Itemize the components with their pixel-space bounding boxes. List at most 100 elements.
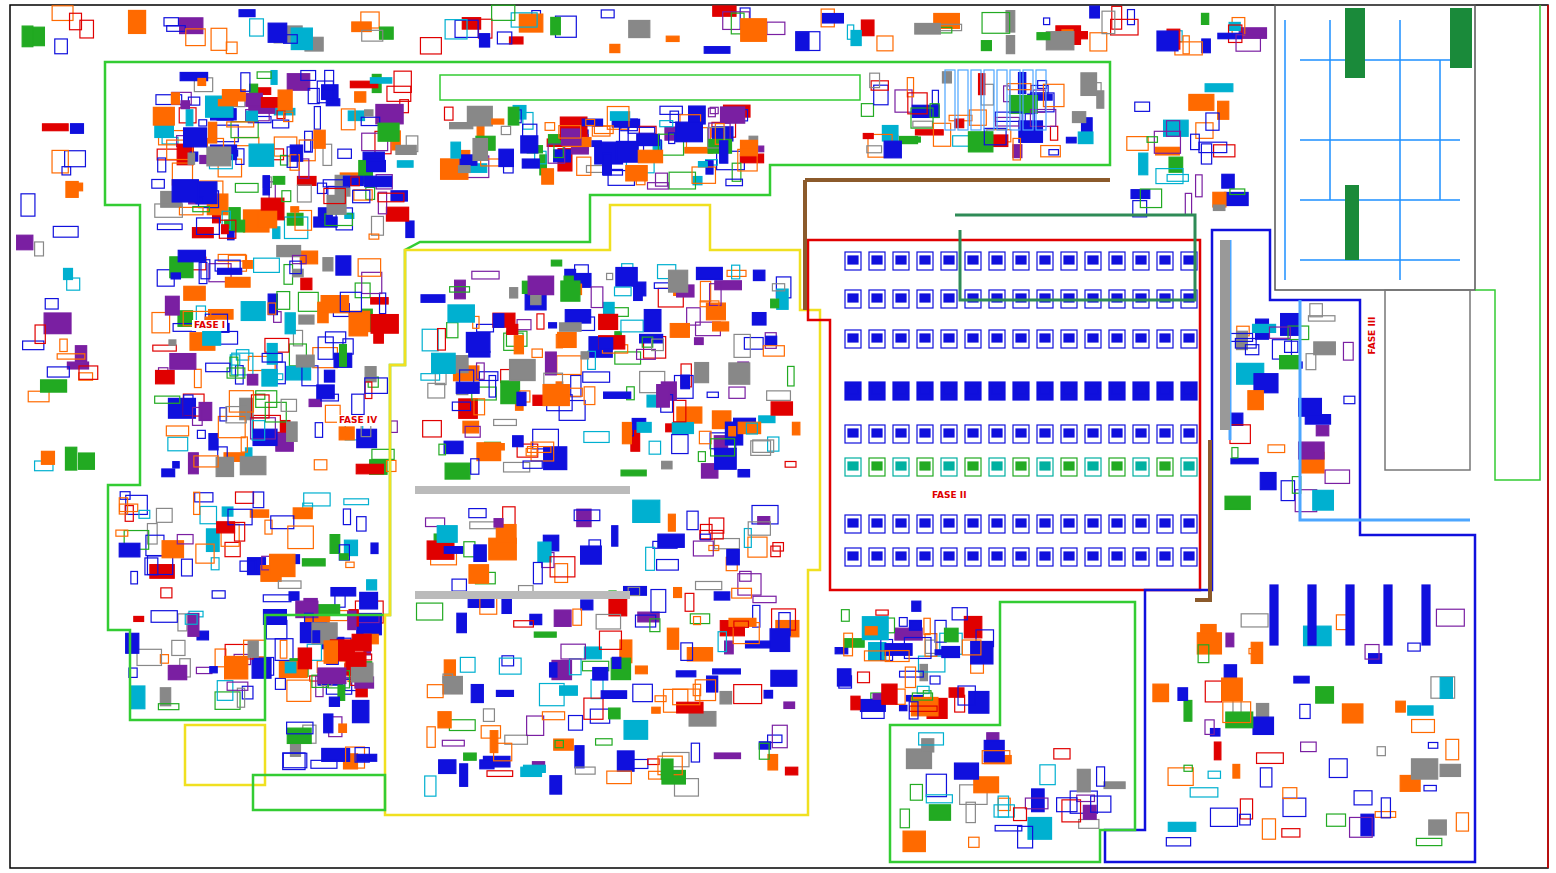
machine	[262, 353, 282, 362]
machine	[968, 334, 978, 342]
machine	[1088, 334, 1098, 342]
machine	[1446, 739, 1459, 759]
machine	[1369, 654, 1382, 664]
machine	[648, 183, 669, 189]
machine	[941, 458, 957, 476]
machine	[677, 702, 703, 713]
machine	[1236, 35, 1260, 51]
machine	[796, 32, 809, 50]
machine	[28, 391, 49, 402]
machine	[352, 634, 371, 650]
machine	[1269, 327, 1290, 338]
machine	[1214, 145, 1235, 157]
machine	[504, 462, 530, 472]
machine	[729, 618, 756, 626]
machine	[172, 640, 185, 655]
machine	[562, 129, 581, 145]
machine	[263, 176, 269, 195]
machine	[952, 608, 967, 620]
machine	[903, 831, 925, 851]
machine	[1185, 193, 1191, 215]
machine	[1160, 256, 1170, 264]
machine	[631, 430, 640, 451]
machine	[278, 581, 301, 588]
machine	[727, 549, 739, 564]
machine	[848, 386, 858, 394]
machine	[487, 771, 513, 777]
machine	[131, 571, 138, 583]
machine	[557, 356, 581, 375]
machine	[1183, 36, 1189, 54]
machine	[235, 492, 253, 503]
machine	[329, 697, 339, 706]
machine	[634, 285, 643, 301]
machine	[348, 111, 364, 121]
machine	[869, 382, 885, 400]
machine	[1016, 334, 1026, 342]
machine	[1077, 769, 1090, 791]
machine	[371, 543, 378, 553]
machine	[726, 179, 743, 185]
machine	[1288, 326, 1309, 339]
machine	[331, 588, 356, 596]
machine	[869, 290, 885, 308]
machine	[650, 619, 660, 632]
machine	[965, 548, 981, 566]
machine	[1214, 742, 1221, 760]
machine	[1006, 36, 1014, 54]
machine	[548, 144, 565, 163]
machine	[182, 559, 193, 576]
machine	[199, 120, 207, 126]
machine	[872, 429, 882, 437]
machine	[877, 36, 893, 51]
machine	[1016, 429, 1026, 437]
machine	[1282, 829, 1300, 837]
machine	[533, 562, 542, 583]
machine	[926, 795, 952, 803]
machine	[268, 23, 287, 42]
machine	[1112, 519, 1122, 527]
machine	[1184, 462, 1194, 470]
machine	[695, 363, 709, 383]
machine	[314, 107, 320, 130]
machine	[1412, 720, 1435, 733]
machine	[896, 519, 906, 527]
machine	[861, 104, 873, 117]
machine	[227, 122, 254, 127]
machine	[1248, 391, 1263, 410]
machine	[465, 426, 480, 437]
machine	[325, 332, 345, 343]
machine	[1329, 759, 1347, 778]
machine	[443, 676, 462, 694]
machine	[944, 294, 954, 302]
machine	[1306, 354, 1316, 370]
machine	[968, 552, 978, 560]
machine	[715, 281, 742, 290]
machine	[581, 352, 588, 359]
machine	[835, 648, 848, 654]
machine	[869, 252, 885, 270]
machine	[560, 323, 582, 331]
machine	[181, 101, 189, 109]
machine	[17, 235, 33, 250]
machine	[965, 515, 981, 533]
machine	[584, 387, 595, 405]
machine	[380, 27, 394, 39]
machine	[501, 126, 510, 134]
machine	[771, 546, 780, 557]
machine	[738, 470, 750, 477]
machine	[900, 705, 907, 710]
machine	[510, 359, 536, 380]
machine	[1299, 442, 1324, 459]
machine	[284, 217, 307, 238]
machine	[249, 144, 273, 166]
machine	[629, 20, 650, 37]
machine	[591, 287, 603, 308]
machine	[466, 332, 490, 352]
machine	[997, 70, 1007, 130]
machine	[391, 421, 398, 432]
machine	[544, 447, 567, 470]
machine	[1037, 425, 1053, 443]
machine	[660, 121, 673, 127]
machine	[882, 684, 897, 704]
